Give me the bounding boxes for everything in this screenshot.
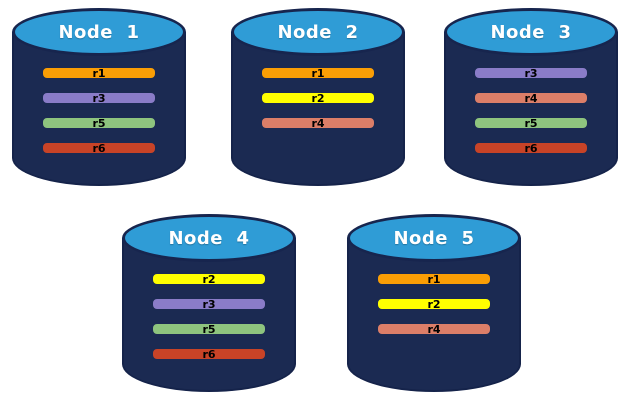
cylinder-top: Node 1 xyxy=(12,8,186,56)
replica-bar-r1: r1 xyxy=(376,272,492,286)
replica-bar-r5: r5 xyxy=(151,322,267,336)
node-cylinder-5: Node 5 r1 r2 r4 xyxy=(347,214,521,392)
replica-bar-r4: r4 xyxy=(376,322,492,336)
cylinder-top: Node 3 xyxy=(444,8,618,56)
cylinder-top: Node 2 xyxy=(231,8,405,56)
cylinder-body xyxy=(12,32,186,186)
cylinder-top: Node 4 xyxy=(122,214,296,262)
replica-bar-r4: r4 xyxy=(260,116,376,130)
node-title: Node 3 xyxy=(490,21,572,43)
replica-bar-r3: r3 xyxy=(473,66,589,80)
replica-bar-r2: r2 xyxy=(376,297,492,311)
replica-bar-r3: r3 xyxy=(41,91,157,105)
node-cylinder-2: Node 2 r1 r2 r4 xyxy=(231,8,405,186)
cylinder-body xyxy=(444,32,618,186)
node-cylinder-3: Node 3 r3 r4 r5 r6 xyxy=(444,8,618,186)
replica-bar-r2: r2 xyxy=(151,272,267,286)
replica-bar-r1: r1 xyxy=(41,66,157,80)
cylinder-top: Node 5 xyxy=(347,214,521,262)
node-cylinder-4: Node 4 r2 r3 r5 r6 xyxy=(122,214,296,392)
cylinder-body xyxy=(347,238,521,392)
replica-bar-r4: r4 xyxy=(473,91,589,105)
node-cylinder-1: Node 1 r1 r3 r5 r6 xyxy=(12,8,186,186)
replica-bar-r5: r5 xyxy=(41,116,157,130)
replica-bar-r5: r5 xyxy=(473,116,589,130)
replica-bar-r6: r6 xyxy=(41,141,157,155)
replica-list: r1 r2 r4 xyxy=(376,272,492,347)
replica-bar-r2: r2 xyxy=(260,91,376,105)
replica-bar-r6: r6 xyxy=(151,347,267,361)
node-title: Node 5 xyxy=(393,227,475,249)
replica-list: r1 r2 r4 xyxy=(260,66,376,141)
node-title: Node 1 xyxy=(58,21,140,43)
replica-list: r2 r3 r5 r6 xyxy=(151,272,267,372)
replica-bar-r3: r3 xyxy=(151,297,267,311)
node-title: Node 4 xyxy=(168,227,250,249)
replica-bar-r6: r6 xyxy=(473,141,589,155)
cylinder-body xyxy=(122,238,296,392)
cylinder-body xyxy=(231,32,405,186)
replica-bar-r1: r1 xyxy=(260,66,376,80)
node-title: Node 2 xyxy=(277,21,359,43)
replica-list: r3 r4 r5 r6 xyxy=(473,66,589,166)
replica-list: r1 r3 r5 r6 xyxy=(41,66,157,166)
